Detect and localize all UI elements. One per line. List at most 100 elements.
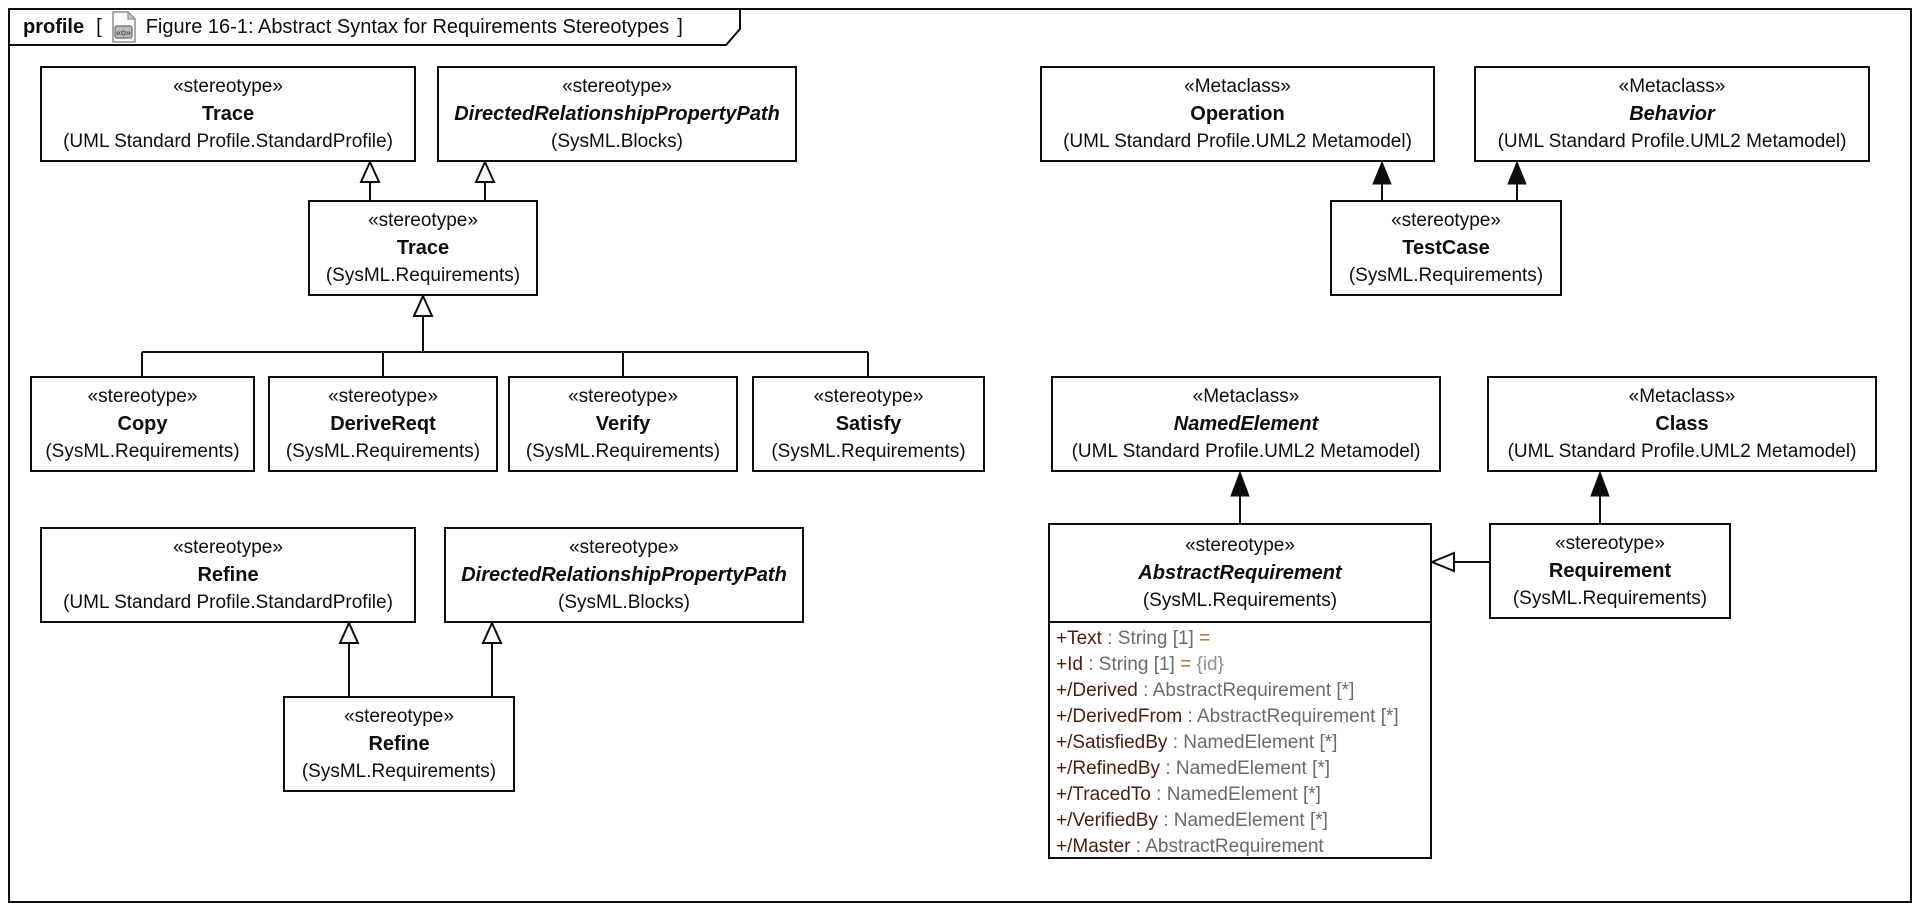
node-namespace: (UML Standard Profile.UML2 Metamodel) (1507, 440, 1857, 462)
node-copy[interactable]: «stereotype» Copy (SysML.Requirements) (30, 376, 255, 472)
node-name: Refine (368, 732, 430, 755)
node-namespace: (UML Standard Profile.StandardProfile) (63, 130, 393, 152)
node-refine-sysml[interactable]: «stereotype» Refine (SysML.Requirements) (283, 696, 515, 792)
attribute-name: +/VerifiedBy (1056, 810, 1158, 831)
attribute-type: : String [1] (1082, 654, 1175, 675)
node-name: Satisfy (835, 412, 902, 435)
diagram-frame (8, 8, 1912, 903)
stereotype-keyword: «stereotype» (368, 209, 478, 231)
stereotype-keyword: «stereotype» (1185, 534, 1295, 556)
frame-header: profile [ «o» Figure 16-1: Abstract Synt… (10, 10, 683, 44)
node-namespace: (SysML.Requirements) (1142, 589, 1338, 611)
node-name: TestCase (1402, 236, 1490, 259)
attribute-row[interactable]: +/DerivedFrom : AbstractRequirement [*] (1056, 704, 1430, 730)
node-name: Class (1655, 412, 1709, 435)
diagram-icon[interactable]: «o» (111, 11, 137, 43)
node-namespace: (SysML.Blocks) (558, 591, 690, 613)
attribute-type: : String [1] (1101, 628, 1194, 649)
node-namespace: (SysML.Requirements) (771, 440, 966, 462)
node-trace-standard-profile[interactable]: «stereotype» Trace (UML Standard Profile… (40, 66, 416, 162)
node-namespace: (SysML.Requirements) (325, 264, 521, 286)
node-namespace: (SysML.Requirements) (1512, 587, 1708, 609)
frame-kind-label: profile (23, 15, 85, 38)
attribute-row[interactable]: +Id : String [1] = {id} (1056, 652, 1430, 678)
attribute-type: : AbstractRequirement (1130, 836, 1324, 857)
node-namespace: (UML Standard Profile.UML2 Metamodel) (1071, 440, 1421, 462)
node-requirement[interactable]: «stereotype» Requirement (SysML.Requirem… (1489, 523, 1731, 619)
stereotype-keyword: «stereotype» (328, 385, 438, 407)
stereotype-keyword: «stereotype» (87, 385, 198, 407)
node-refine-standard-profile[interactable]: «stereotype» Refine (UML Standard Profil… (40, 527, 416, 623)
node-name: Trace (201, 102, 255, 125)
stereotype-keyword: «stereotype» (1555, 532, 1665, 554)
svg-text:«o»: «o» (116, 28, 131, 38)
node-behavior[interactable]: «Metaclass» Behavior (UML Standard Profi… (1474, 66, 1870, 162)
attribute-equals: = (1174, 654, 1192, 675)
frame-open-bracket: [ (96, 15, 102, 38)
stereotype-keyword: «Metaclass» (1192, 385, 1300, 407)
frame-close-bracket: ] (677, 15, 683, 38)
node-namespace: (SysML.Requirements) (301, 760, 497, 782)
node-trace-sysml[interactable]: «stereotype» Trace (SysML.Requirements) (308, 200, 538, 296)
stereotype-keyword: «stereotype» (813, 385, 924, 407)
attribute-type: : NamedElement [*] (1157, 810, 1328, 831)
stereotype-keyword: «stereotype» (562, 75, 672, 97)
node-satisfy[interactable]: «stereotype» Satisfy (SysML.Requirements… (752, 376, 985, 472)
node-name: DirectedRelationshipPropertyPath (461, 563, 787, 586)
node-operation[interactable]: «Metaclass» Operation (UML Standard Prof… (1040, 66, 1435, 162)
attribute-type: : NamedElement [*] (1160, 758, 1331, 779)
node-namespace: (SysML.Blocks) (551, 130, 683, 152)
stereotype-keyword: «stereotype» (173, 75, 283, 97)
attribute-type: : AbstractRequirement [*] (1182, 706, 1399, 727)
node-namespace: (UML Standard Profile.StandardProfile) (63, 591, 393, 613)
node-derivereqt[interactable]: «stereotype» DeriveReqt (SysML.Requireme… (268, 376, 498, 472)
node-name: NamedElement (1173, 412, 1319, 435)
attribute-default-value: {id} (1191, 654, 1224, 675)
attribute-type: : NamedElement [*] (1167, 732, 1338, 753)
node-namespace: (SysML.Requirements) (285, 440, 481, 462)
stereotype-keyword: «Metaclass» (1628, 385, 1736, 407)
attribute-row[interactable]: +/TracedTo : NamedElement [*] (1056, 782, 1430, 808)
attribute-name: +/DerivedFrom (1056, 706, 1183, 727)
stereotype-keyword: «stereotype» (1391, 209, 1501, 231)
node-namespace: (SysML.Requirements) (45, 440, 240, 462)
attribute-row[interactable]: +/Master : AbstractRequirement (1056, 834, 1430, 860)
node-name: DeriveReqt (330, 412, 436, 435)
attribute-row[interactable]: +/VerifiedBy : NamedElement [*] (1056, 808, 1430, 834)
node-name: Operation (1190, 102, 1285, 125)
node-name: Trace (396, 236, 450, 259)
attribute-name: +/RefinedBy (1056, 758, 1161, 779)
attribute-name: +/Derived (1056, 680, 1138, 701)
attribute-name: +/Master (1056, 836, 1131, 857)
node-name: AbstractRequirement (1138, 561, 1342, 584)
stereotype-keyword: «Metaclass» (1184, 75, 1291, 97)
node-class[interactable]: «Metaclass» Class (UML Standard Profile.… (1487, 376, 1877, 472)
frame-title: Figure 16-1: Abstract Syntax for Require… (145, 15, 670, 38)
node-namespace: (SysML.Requirements) (1348, 264, 1544, 286)
node-directedrelationshippropertypath-top[interactable]: «stereotype» DirectedRelationshipPropert… (437, 66, 797, 162)
node-testcase[interactable]: «stereotype» TestCase (SysML.Requirement… (1330, 200, 1562, 296)
node-namedelement[interactable]: «Metaclass» NamedElement (UML Standard P… (1051, 376, 1441, 472)
attribute-row[interactable]: +/Derived : AbstractRequirement [*] (1056, 678, 1430, 704)
node-name: Requirement (1548, 559, 1672, 582)
stereotype-keyword: «stereotype» (344, 705, 454, 727)
node-directedrelationshippropertypath-bottom[interactable]: «stereotype» DirectedRelationshipPropert… (444, 527, 804, 623)
stereotype-keyword: «stereotype» (569, 536, 679, 558)
node-name: Copy (117, 412, 168, 435)
attribute-name: +Id (1056, 654, 1083, 675)
stereotype-keyword: «stereotype» (568, 385, 678, 407)
attribute-row[interactable]: +/RefinedBy : NamedElement [*] (1056, 756, 1430, 782)
attribute-row[interactable]: +/SatisfiedBy : NamedElement [*] (1056, 730, 1430, 756)
attribute-equals: = (1193, 628, 1211, 649)
attributes-compartment: +Text : String [1] =+Id : String [1] = {… (1050, 621, 1430, 861)
attribute-name: +/SatisfiedBy (1056, 732, 1168, 753)
attribute-type: : AbstractRequirement [*] (1137, 680, 1355, 701)
node-abstract-requirement[interactable]: «stereotype» AbstractRequirement (SysML.… (1048, 523, 1432, 859)
node-namespace: (UML Standard Profile.UML2 Metamodel) (1063, 130, 1412, 152)
attribute-row[interactable]: +Text : String [1] = (1056, 626, 1430, 652)
node-name: Behavior (1629, 102, 1715, 125)
node-verify[interactable]: «stereotype» Verify (SysML.Requirements) (508, 376, 738, 472)
abstract-requirement-header: «stereotype» AbstractRequirement (SysML.… (1050, 525, 1430, 621)
attribute-name: +Text (1056, 628, 1102, 649)
